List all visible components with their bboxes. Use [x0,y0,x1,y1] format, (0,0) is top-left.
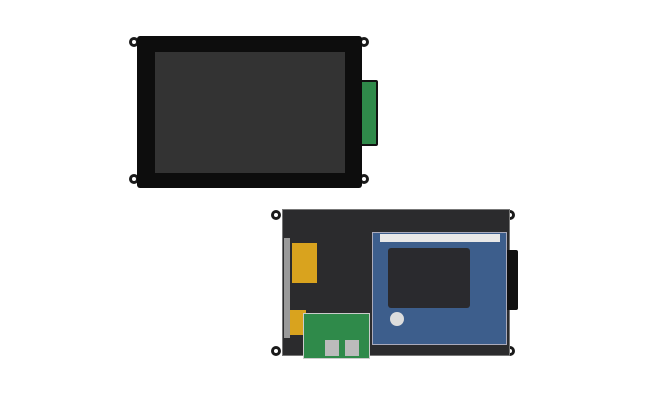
coin-battery [390,312,404,326]
frame-strip [284,238,290,338]
mounting-tab [271,210,281,220]
heatsink [388,248,470,308]
mounting-tab [359,37,369,47]
flex-cable [292,243,317,283]
mounting-tab [271,346,281,356]
mounting-tab [129,174,139,184]
usb-port [345,340,359,356]
mounting-tab [359,174,369,184]
mounting-tab [129,37,139,47]
mounting-tab [505,210,515,220]
screen [155,52,345,173]
mounting-tab [505,346,515,356]
flex-cable [290,310,306,335]
usb-port [325,340,339,356]
header-pins [380,234,500,242]
